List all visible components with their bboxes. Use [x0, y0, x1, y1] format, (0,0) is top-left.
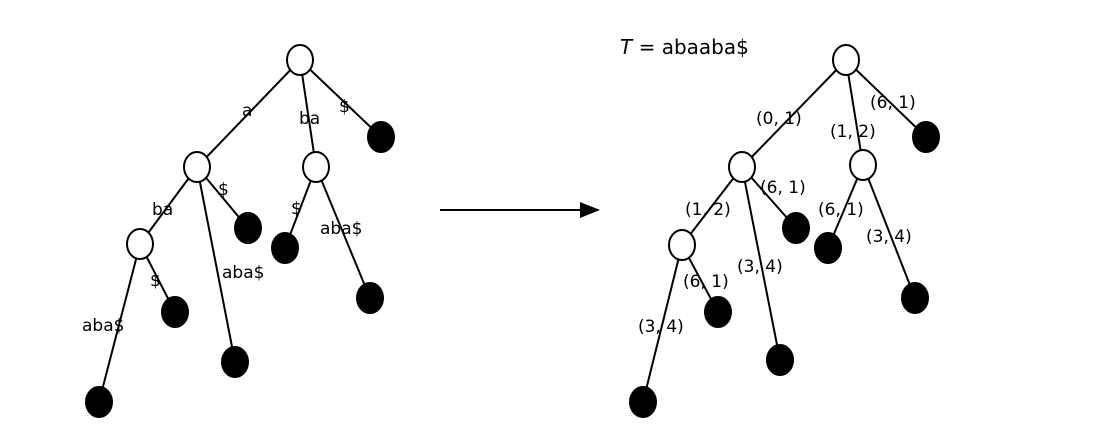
right-leaf-node-leaf-a-aba: [766, 344, 794, 376]
right-leaf-node-leaf-dollar-root: [912, 121, 940, 153]
right-edge-a-to-ab: [681, 166, 743, 246]
right-edge-ab-to-leaf-ab-aba: [642, 244, 683, 403]
edge-label-right-7: (3, 4): [866, 227, 912, 247]
left-edge-b-to-leaf-b-aba: [315, 166, 371, 299]
edge-label-left-0: a: [242, 101, 252, 121]
left-tree-nodes: [85, 44, 395, 418]
left-edge-a-to-ab: [139, 166, 198, 245]
left-leaf-node-leaf-b-aba: [356, 282, 384, 314]
edge-label-right-0: (0, 1): [756, 109, 802, 129]
edge-label-right-6: (6, 1): [818, 200, 864, 220]
edge-label-right-2: (6, 1): [870, 93, 916, 113]
edge-label-left-5: aba$: [222, 263, 264, 283]
left-leaf-node-leaf-ab-aba: [85, 386, 113, 418]
edge-label-left-2: $: [339, 97, 350, 117]
right-edge-root-to-a: [741, 59, 847, 168]
right-tree-labels: T = abaaba$ (0, 1) (1, 2) (6, 1) (1, 2) …: [620, 35, 916, 337]
edge-label-left-7: aba$: [320, 219, 362, 239]
right-edge-a-to-leaf-a-aba: [741, 166, 781, 361]
right-edge-b-to-leaf-b-aba: [862, 164, 916, 299]
right-tree-nodes: [629, 44, 940, 418]
left-internal-node-b: [302, 151, 330, 183]
left-tree-labels: a ba $ ba $ aba$ $ aba$ $ aba$: [82, 97, 362, 336]
left-edge-root-to-b: [299, 59, 317, 168]
left-tree-edges: [98, 59, 382, 403]
left-internal-node-a: [183, 151, 211, 183]
left-edge-root-to-a: [196, 59, 301, 168]
edge-label-right-4: (6, 1): [760, 178, 806, 198]
right-leaf-node-leaf-ab-dollar: [704, 296, 732, 328]
edge-label-left-3: ba: [152, 200, 173, 220]
string-title: T = abaaba$: [620, 35, 749, 59]
left-edge-root-to-leaf-dollar-root: [299, 59, 382, 138]
left-internal-node-ab: [126, 228, 154, 260]
edge-label-left-1: ba: [299, 109, 320, 129]
right-leaf-node-leaf-b-aba: [901, 282, 929, 314]
left-leaf-node-leaf-ab-dollar: [161, 296, 189, 328]
left-internal-node-root: [286, 44, 314, 76]
edge-label-left-9: aba$: [82, 316, 124, 336]
left-leaf-node-leaf-a-dollar: [234, 212, 262, 244]
edge-label-left-6: $: [291, 199, 302, 219]
right-leaf-node-leaf-b-dollar: [814, 232, 842, 264]
right-edge-root-to-leaf-dollar-root: [845, 59, 927, 138]
right-edge-root-to-b: [845, 59, 864, 166]
right-internal-node-b: [849, 149, 877, 181]
left-edge-ab-to-leaf-ab-aba: [98, 243, 141, 403]
right-leaf-node-leaf-ab-aba: [629, 386, 657, 418]
left-edge-a-to-leaf-a-aba: [196, 166, 236, 363]
left-leaf-node-leaf-b-dollar: [271, 232, 299, 264]
edge-label-right-9: (3, 4): [638, 317, 684, 337]
right-internal-node-ab: [668, 229, 696, 261]
right-internal-node-a: [728, 151, 756, 183]
edge-label-right-3: (1, 2): [685, 200, 731, 220]
left-leaf-node-leaf-a-aba: [221, 346, 249, 378]
left-leaf-node-leaf-dollar-root: [367, 121, 395, 153]
edge-label-right-5: (3, 4): [737, 257, 783, 277]
right-internal-node-root: [832, 44, 860, 76]
edge-label-left-8: $: [150, 271, 161, 291]
edge-label-right-1: (1, 2): [830, 122, 876, 142]
right-leaf-node-leaf-a-dollar: [782, 212, 810, 244]
edge-label-right-8: (6, 1): [683, 272, 729, 292]
edge-label-left-4: $: [218, 180, 229, 200]
